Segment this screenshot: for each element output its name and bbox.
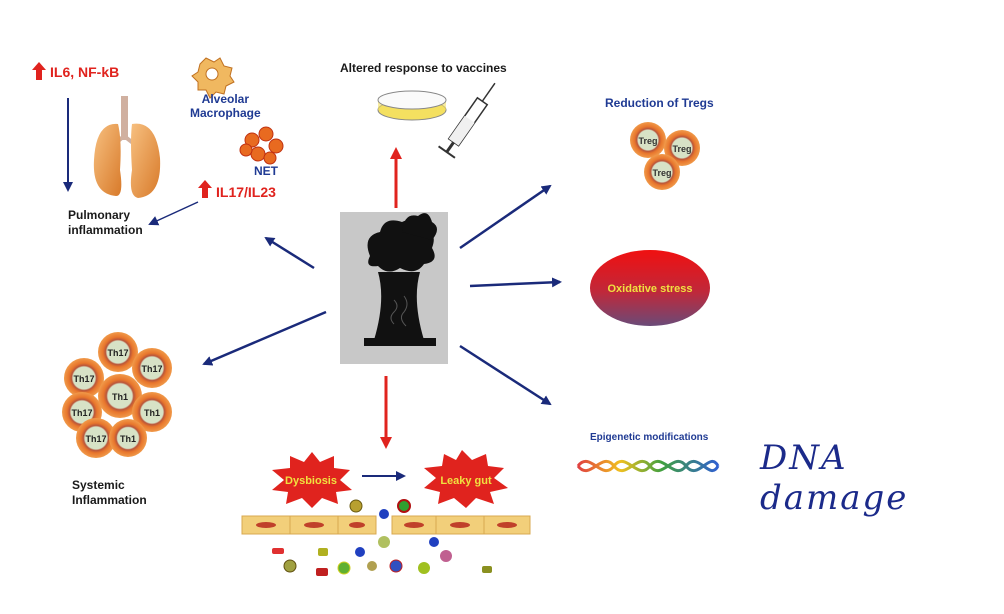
th17-cell — [98, 332, 138, 372]
petri-dish-icon — [377, 90, 447, 121]
arrow-to-epigenetic — [459, 344, 552, 406]
up-arrow-icon — [198, 180, 212, 198]
arrow-to-pulmonary — [264, 236, 315, 270]
treg-cell — [644, 154, 680, 190]
th-cell-cluster — [62, 332, 172, 458]
th1-label: Th1 — [112, 392, 128, 402]
th17-label: Th17 — [107, 348, 128, 358]
arrow-to-tregs — [459, 184, 552, 250]
treg-cell — [664, 130, 700, 166]
dysbiosis-burst — [272, 452, 352, 508]
il6-nfkb-label: IL6, NF-kB — [50, 64, 120, 80]
dysbiosis-label: Dysbiosis — [285, 475, 337, 487]
treg-cells — [630, 122, 700, 190]
net-cells-icon — [239, 126, 284, 165]
leaky-gut-label: Leaky gut — [440, 475, 492, 487]
net-label: NET — [254, 164, 278, 178]
arrows — [63, 98, 562, 481]
th17-label: Th17 — [73, 374, 94, 384]
th17-cell — [76, 418, 116, 458]
epithelial-layer — [241, 515, 531, 535]
macrophage-icon — [191, 57, 235, 99]
th1-cell — [98, 374, 142, 418]
epigenetic-label: Epigenetic modifications — [590, 432, 709, 443]
treg-cell — [630, 122, 666, 158]
syringe-icon — [437, 82, 496, 159]
th1-label: Th1 — [144, 408, 160, 418]
th1-cell — [132, 392, 172, 432]
oxidative-stress-shape — [590, 250, 710, 326]
treg-label: Treg — [672, 144, 691, 154]
th17-label: Th17 — [71, 408, 92, 418]
factory-smoke-icon — [340, 212, 448, 364]
th17-label: Th17 — [141, 364, 162, 374]
bacteria-particles — [272, 499, 492, 576]
treg-label: Treg — [652, 168, 671, 178]
il17-il23-label: IL17/IL23 — [216, 184, 276, 200]
arrow-to-oxidative — [469, 277, 562, 288]
th1-label: Th1 — [120, 434, 136, 444]
lungs-icon — [93, 96, 161, 198]
th1-cell — [109, 419, 147, 457]
treg-label: Treg — [638, 136, 657, 146]
systemic-inflammation-label: Systemic Inflammation — [72, 478, 147, 507]
th17-cell — [64, 358, 104, 398]
oxidative-stress-label: Oxidative stress — [608, 283, 693, 295]
dna-damage-handwritten: DNA damage — [760, 438, 909, 518]
dna-helix-icon — [576, 459, 720, 473]
pulmonary-inflammation-label: Pulmonary inflammation — [68, 208, 143, 237]
up-arrow-icon — [32, 62, 46, 80]
th17-cell — [132, 348, 172, 388]
tregs-label: Reduction of Tregs — [605, 96, 714, 110]
vaccines-label: Altered response to vaccines — [340, 61, 507, 75]
th17-label: Th17 — [85, 434, 106, 444]
arrow-il17-to-inflammation — [148, 201, 199, 226]
alveolar-macrophage-label: Alveolar Macrophage — [190, 92, 261, 120]
leaky-gut-burst — [424, 450, 508, 508]
arrow-to-systemic — [202, 310, 327, 366]
